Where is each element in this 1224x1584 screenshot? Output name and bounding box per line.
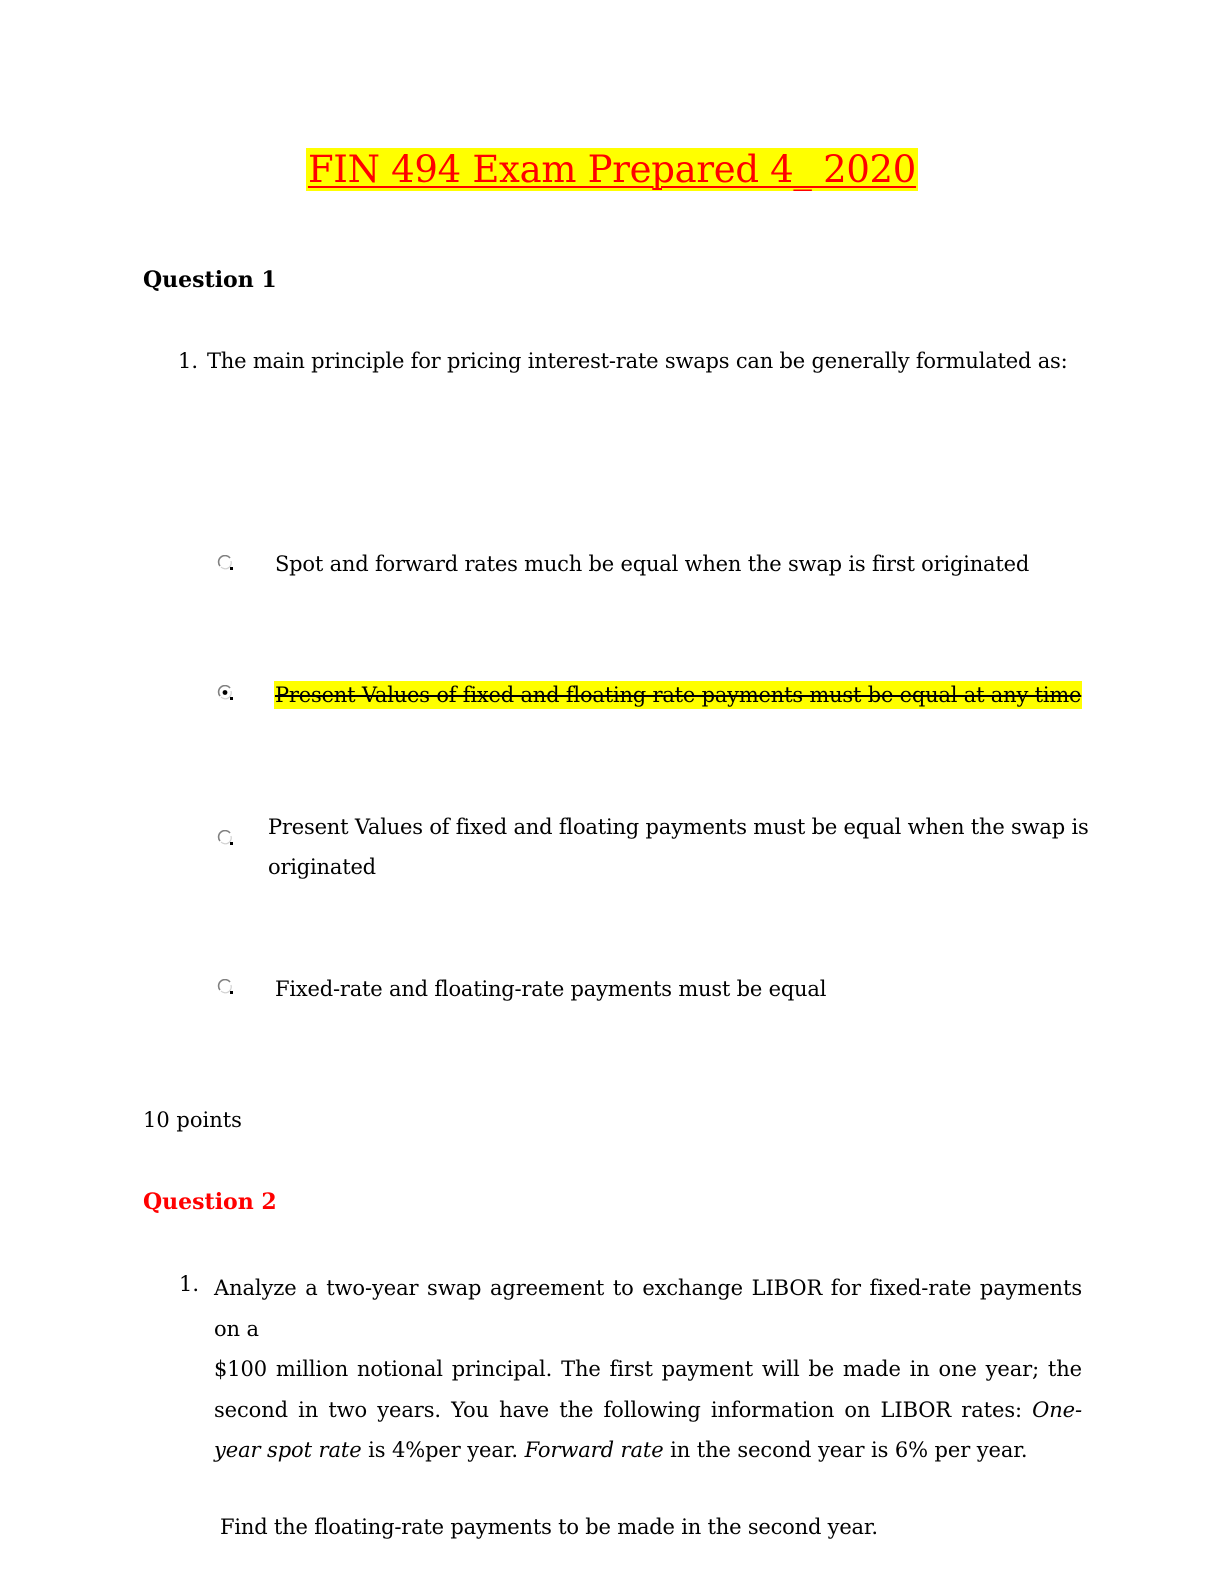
question-2-text: Analyze a two-year swap agreement to exc… — [214, 1268, 1082, 1471]
question-1-option-3-label-line-1: Present Values of fixed and floating pay… — [268, 815, 1089, 839]
question-1-option-2-label: Present Values of fixed and floating rat… — [274, 681, 1083, 709]
question-2-line-4: second in two years. You have the follow… — [214, 1390, 1082, 1431]
question-1-text: The main principle for pricing interest-… — [207, 349, 1068, 373]
question-2-line-4-text: second in two years. You have the follow… — [214, 1397, 1033, 1422]
question-2-number: 1. — [179, 1272, 200, 1296]
question-2-line-3: $100 million notional principal. The fir… — [214, 1357, 1082, 1381]
question-2-line-5-text: is 4%per year. — [361, 1438, 525, 1462]
question-2-line-5-italic-1: year spot rate — [214, 1438, 362, 1462]
radio-button-empty-icon[interactable] — [217, 979, 233, 995]
question-2-heading: Question 2 — [143, 1189, 277, 1215]
question-2-find-text: Find the floating-rate payments to be ma… — [220, 1515, 878, 1539]
question-1-option-4-label: Fixed-rate and floating-rate payments mu… — [275, 977, 827, 1001]
question-1-heading: Question 1 — [143, 267, 277, 293]
question-2-line-5-italic-2: Forward rate — [524, 1438, 664, 1462]
radio-button-selected-icon[interactable] — [217, 685, 233, 701]
question-2-line-4-italic: One- — [1032, 1397, 1082, 1422]
document-title: FIN 494 Exam Prepared 4_ 2020 — [0, 146, 1224, 194]
radio-button-empty-icon[interactable] — [217, 830, 233, 846]
document-title-text: FIN 494 Exam Prepared 4_ 2020 — [305, 148, 919, 191]
question-2-line-5: year spot rate is 4%per year. Forward ra… — [214, 1430, 1082, 1471]
question-1-option-3-label-line-2: originated — [268, 855, 376, 879]
radio-button-empty-icon[interactable] — [217, 555, 233, 571]
question-2-line-5-suffix: in the second year is 6% per year. — [663, 1438, 1028, 1462]
question-2-line-2: on a — [214, 1316, 259, 1341]
question-1-number: 1. — [178, 349, 199, 373]
question-1-points: 10 points — [143, 1108, 242, 1132]
question-1-option-1-label: Spot and forward rates much be equal whe… — [275, 552, 1030, 576]
question-2-line-1: Analyze a two-year swap agreement to exc… — [214, 1276, 1082, 1300]
